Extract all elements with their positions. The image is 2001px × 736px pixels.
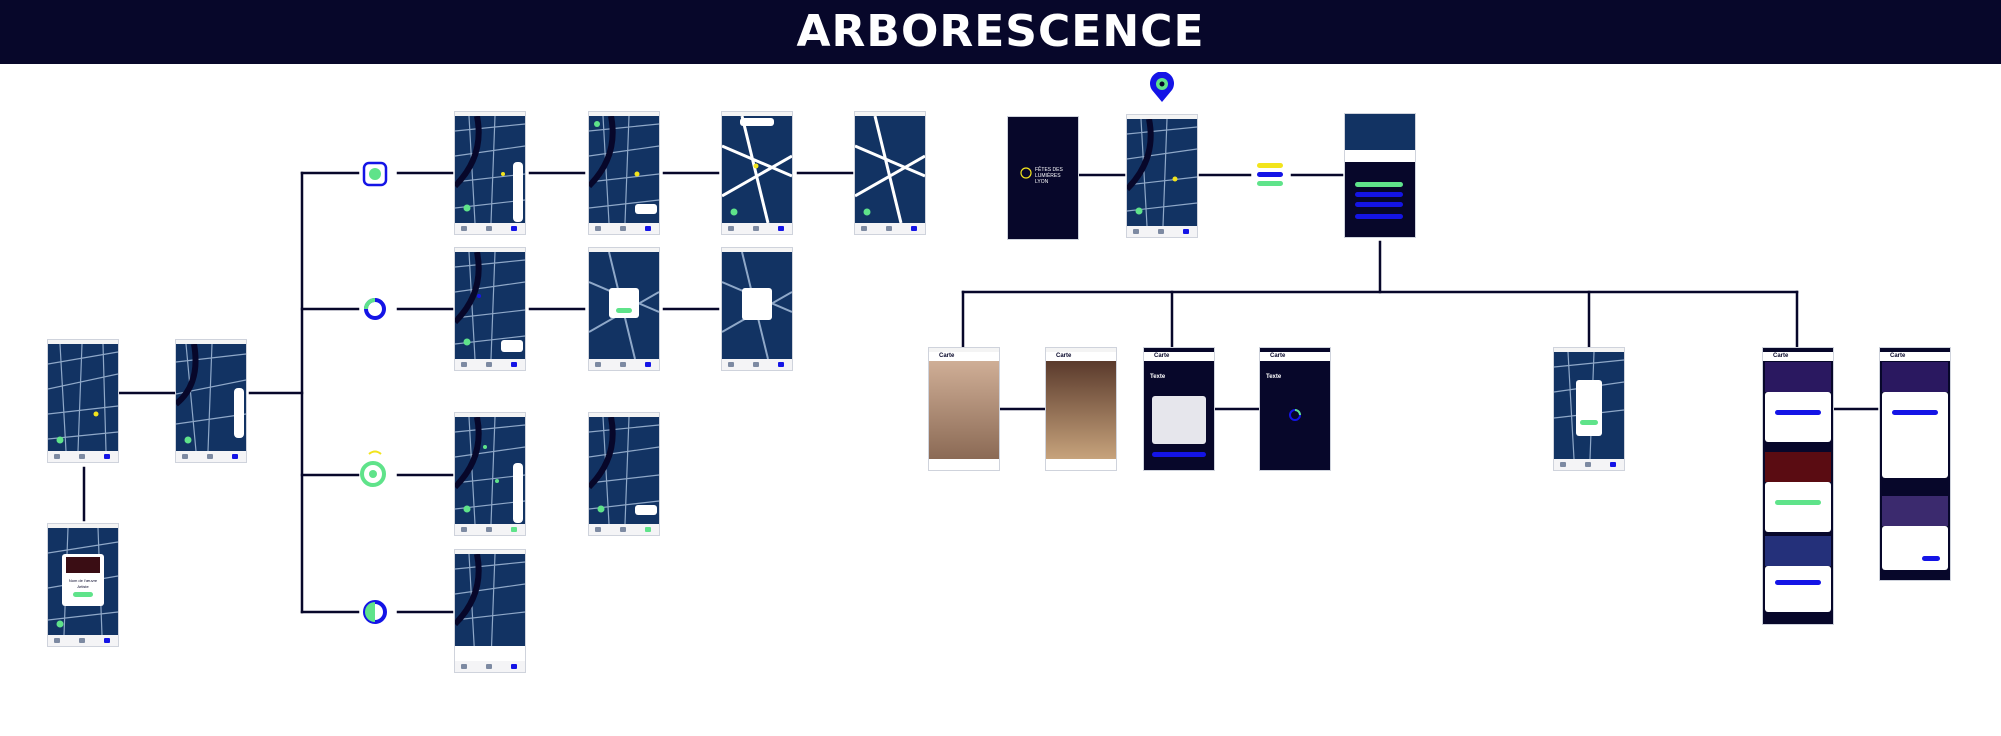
map-screen-home[interactable] xyxy=(48,340,118,462)
map-screen-r1-4[interactable] xyxy=(855,112,925,234)
selfie-screen-1[interactable]: Carte xyxy=(929,348,999,470)
map-pin-icon xyxy=(1150,72,1174,102)
map-screen-r2-3[interactable] xyxy=(722,248,792,370)
texte-title: Texte xyxy=(1150,374,1166,380)
map-screen-r1-1[interactable] xyxy=(455,112,525,234)
map-screen-r4-1[interactable] xyxy=(455,550,525,672)
back-label[interactable]: Carte xyxy=(1890,353,1906,359)
location-filter-icon[interactable] xyxy=(362,161,388,187)
program-detail-screen[interactable]: Carte xyxy=(1880,348,1950,580)
map-screen-r3-1[interactable] xyxy=(455,413,525,535)
program-list-screen[interactable]: Carte xyxy=(1763,348,1833,624)
map-screen-filters-open[interactable] xyxy=(176,340,246,462)
back-label[interactable]: Carte xyxy=(1056,353,1072,359)
map-screen-r3-2[interactable] xyxy=(589,413,659,535)
selfie-screen-2[interactable]: Carte xyxy=(1046,348,1116,470)
page-title: ARBORESCENCE xyxy=(796,6,1205,57)
menu-lines-icon[interactable] xyxy=(1254,160,1288,190)
splash-brand-line3: LYON xyxy=(1035,179,1049,185)
artwork-title: Nom de l'œuvre xyxy=(68,578,98,583)
map-screen-r2-1[interactable] xyxy=(455,248,525,370)
splash-brand-line1: FÊTES DES xyxy=(1035,167,1063,173)
back-label[interactable]: Carte xyxy=(1270,353,1286,359)
menu-screen[interactable] xyxy=(1345,114,1415,237)
map-screen-main[interactable] xyxy=(1127,115,1197,237)
back-label[interactable]: Carte xyxy=(939,353,955,359)
header-bar: ARBORESCENCE xyxy=(0,0,2001,64)
globe-icon[interactable] xyxy=(362,599,388,625)
live-signal-icon[interactable] xyxy=(359,448,391,488)
map-screen-r1-3[interactable] xyxy=(722,112,792,234)
map-screen-share[interactable] xyxy=(1554,348,1624,470)
splash-screen: FÊTES DES LUMIÈRES LYON xyxy=(1008,117,1078,239)
back-label[interactable]: Carte xyxy=(1154,353,1170,359)
text-screen-2[interactable]: Carte Texte xyxy=(1260,348,1330,470)
map-screen-r1-2[interactable] xyxy=(589,112,659,234)
splash-brand-line2: LUMIÈRES xyxy=(1035,173,1061,179)
loading-ring-icon[interactable] xyxy=(362,296,388,322)
texte-title: Texte xyxy=(1266,374,1282,380)
artwork-artist: Artiste xyxy=(77,584,89,589)
text-screen-1[interactable]: Carte Texte xyxy=(1144,348,1214,470)
map-screen-r2-2[interactable] xyxy=(589,248,659,370)
map-screen-artwork-popup[interactable]: Nom de l'œuvre Artiste xyxy=(48,524,118,646)
back-label[interactable]: Carte xyxy=(1773,353,1789,359)
